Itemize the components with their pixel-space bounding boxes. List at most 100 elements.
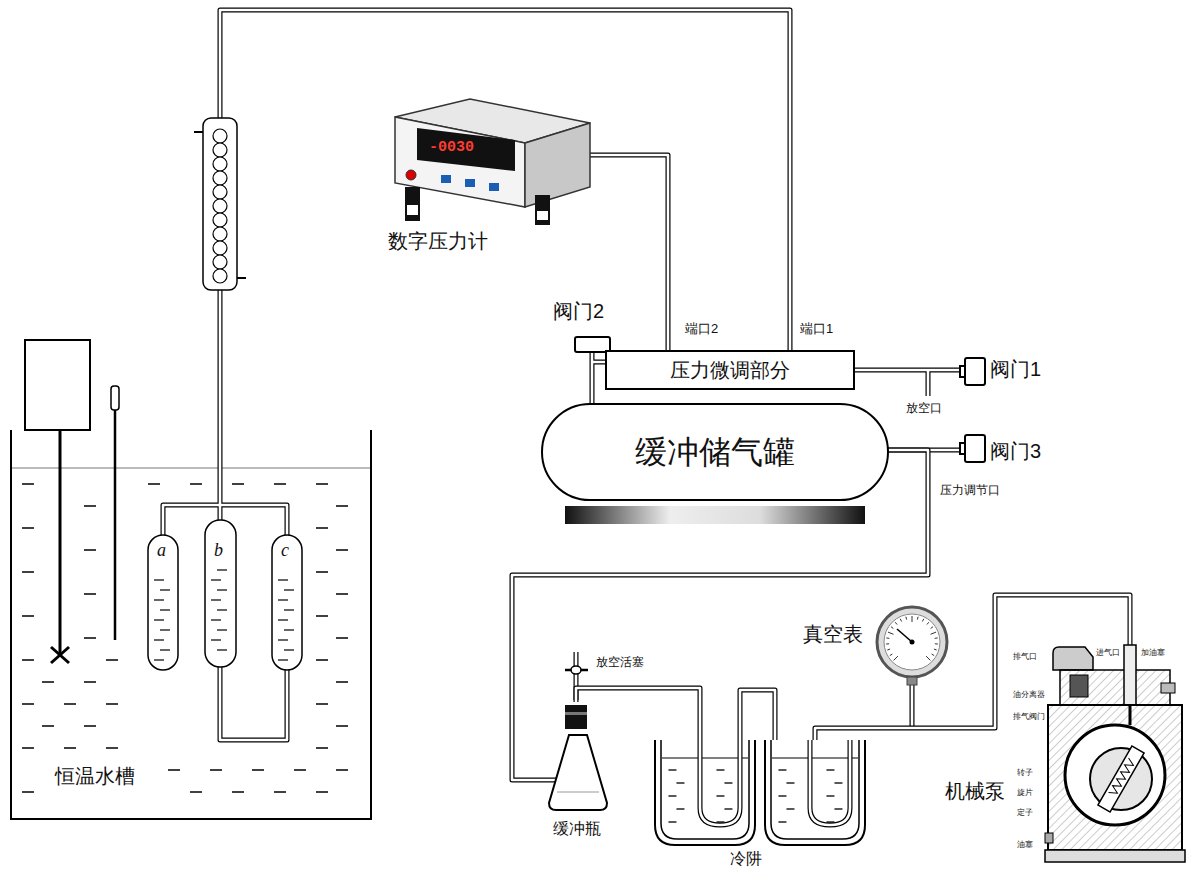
part-name: 进气口 xyxy=(1095,648,1121,657)
water-dash xyxy=(168,769,180,771)
condenser-bulb xyxy=(213,255,227,269)
part-name: 压力调节口 xyxy=(940,484,1000,498)
liquid-mark xyxy=(154,639,164,640)
water-dash xyxy=(84,725,96,727)
water-dash xyxy=(84,549,96,551)
part-label: 缓冲瓶 xyxy=(553,820,601,838)
water-dash xyxy=(274,483,286,485)
part-name: 放空口 xyxy=(906,402,942,416)
liquid-mark xyxy=(160,629,170,630)
stopcock xyxy=(565,666,588,674)
water-dash xyxy=(148,483,160,485)
apparatus-part: -0030 数字压力计 xyxy=(385,95,600,260)
water-dash xyxy=(336,637,348,639)
water-dash xyxy=(294,769,306,771)
condenser-bulb xyxy=(213,227,227,241)
condenser-bulb xyxy=(213,199,227,213)
water-dash xyxy=(210,769,222,771)
glass-tube-connector xyxy=(576,688,700,740)
water-dash xyxy=(316,483,328,485)
tank-base xyxy=(565,506,865,524)
condenser-bulb xyxy=(213,269,227,283)
condenser-bulb xyxy=(213,143,227,157)
liquid-mark xyxy=(278,599,288,600)
liquid-mark xyxy=(217,649,227,650)
part-name: 油分离器 xyxy=(1012,690,1046,699)
part-name: 放空活塞 xyxy=(596,656,644,670)
liquid-mark xyxy=(154,599,164,600)
condenser-bulb xyxy=(213,171,227,185)
condenser-bulb xyxy=(213,185,227,199)
liquid-mark xyxy=(284,589,294,590)
water-dash xyxy=(336,593,348,595)
water-dash xyxy=(42,725,54,727)
liquid-mark xyxy=(211,639,221,640)
water-dash xyxy=(232,483,244,485)
part-label: 机械泵 xyxy=(945,780,1005,803)
water-dash xyxy=(316,571,328,573)
water-dash xyxy=(106,747,118,749)
liquid-mark xyxy=(160,609,170,610)
liquid-mark xyxy=(211,599,221,600)
liquid-mark xyxy=(211,579,221,580)
part-label: 压力微调部分 xyxy=(670,359,790,382)
part-label: -0030 xyxy=(429,139,474,156)
water-dash xyxy=(190,483,202,485)
water-dash xyxy=(106,703,118,705)
water-dash xyxy=(84,681,96,683)
water-dash xyxy=(336,549,348,551)
part-label: 数字压力计 xyxy=(388,230,488,253)
part-label: 恒温水槽 xyxy=(55,765,135,788)
water-dash xyxy=(232,791,244,793)
tube-letter: b xyxy=(214,540,223,561)
water-dash xyxy=(252,769,264,771)
water-dash xyxy=(84,505,96,507)
stirrer xyxy=(25,340,90,663)
water-surface xyxy=(11,468,371,469)
part-label: 缓冲储气罐 xyxy=(635,434,795,471)
water-dash xyxy=(22,483,34,485)
water-dash xyxy=(22,571,34,573)
liquid-mark xyxy=(284,629,294,630)
water-dash xyxy=(22,747,34,749)
apparatus-part: 压力微调部分 xyxy=(605,350,855,390)
part-outline xyxy=(875,605,950,680)
water-dash xyxy=(316,791,328,793)
liquid-mark xyxy=(154,579,164,580)
liquid-mark xyxy=(278,619,288,620)
water-dash xyxy=(84,593,96,595)
liquid-mark xyxy=(211,619,221,620)
condenser-bulb xyxy=(213,129,227,143)
water-dash xyxy=(64,703,76,705)
part-name: 端口1 xyxy=(800,322,833,337)
liquid-mark xyxy=(217,609,227,610)
liquid-mark xyxy=(154,619,164,620)
water-dash xyxy=(42,681,54,683)
part-name: 油塞 xyxy=(1016,840,1034,849)
liquid-mark xyxy=(278,659,288,660)
water-dash xyxy=(316,747,328,749)
water-dash xyxy=(190,791,202,793)
part-name: 阀门1 xyxy=(990,358,1041,381)
part-name: 阀门3 xyxy=(990,440,1041,463)
part-name: 旋片 xyxy=(1016,788,1034,797)
water-dashes xyxy=(22,484,348,792)
water-dash xyxy=(22,791,34,793)
tube-wall xyxy=(576,688,700,740)
part-name: 加油塞 xyxy=(1140,648,1166,657)
liquid-mark xyxy=(160,589,170,590)
water-dash xyxy=(336,505,348,507)
water-dash xyxy=(106,659,118,661)
condenser-bulb xyxy=(213,157,227,171)
water-dash xyxy=(316,703,328,705)
condenser xyxy=(194,118,246,290)
apparatus-part: 机械泵 xyxy=(1045,645,1185,865)
tube-wall xyxy=(576,688,700,740)
liquid-mark xyxy=(154,659,164,660)
apparatus-part: 缓冲储气罐 xyxy=(540,402,890,502)
water-dash xyxy=(274,791,286,793)
apparatus-part: 恒温水槽 xyxy=(10,430,372,820)
liquid-mark xyxy=(284,609,294,610)
water-dash xyxy=(336,725,348,727)
